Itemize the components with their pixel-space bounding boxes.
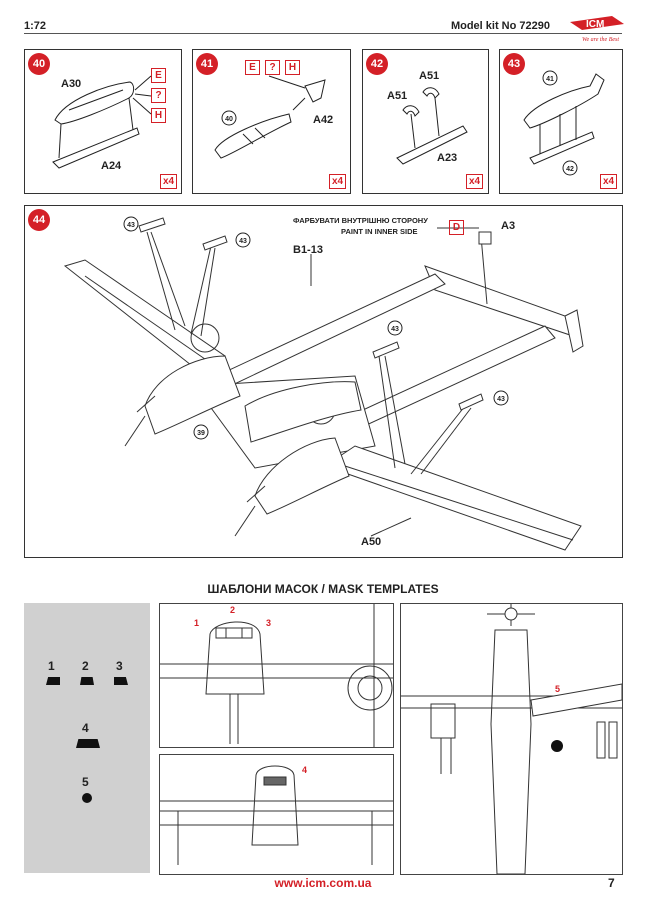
mask-shape-1 xyxy=(46,677,60,685)
step-number: 44 xyxy=(28,209,50,231)
scale-label: 1:72 xyxy=(24,20,47,32)
mask-templates-title: ШАБЛОНИ МАСОК / MASK TEMPLATES xyxy=(207,582,439,596)
ref-callout: 42 xyxy=(566,166,574,173)
step-43: 43 41 42 x4 xyxy=(499,49,623,194)
header-rule xyxy=(24,33,622,34)
mask-callout: 2 xyxy=(230,605,236,615)
paint-note-en: PAINT IN INNER SIDE xyxy=(341,227,418,236)
ref-callout: 41 xyxy=(546,76,554,83)
front-view-drawing xyxy=(160,604,393,747)
color-code: D xyxy=(449,220,464,235)
mask-number: 4 xyxy=(82,721,89,735)
ref-callout: 43 xyxy=(239,238,247,245)
step-number: 43 xyxy=(503,53,525,75)
quantity: x4 xyxy=(329,174,347,189)
step-40: 40 A30 A24 E ? H x4 xyxy=(24,49,182,194)
quantity: x4 xyxy=(466,174,484,189)
step-number: 40 xyxy=(28,53,50,75)
color-code: H xyxy=(151,108,166,123)
mask-number: 1 xyxy=(48,659,55,673)
mask-shape-2 xyxy=(80,677,94,685)
paint-note-ua: ФАРБУВАТИ ВНУТРІШНЮ СТОРОНУ xyxy=(293,216,428,225)
quantity: x4 xyxy=(160,174,178,189)
ref-callout: 39 xyxy=(197,430,205,437)
mask-view-front: 1 2 3 xyxy=(159,603,394,748)
mask-callout: 4 xyxy=(302,765,308,775)
color-code: E xyxy=(245,60,260,75)
step-42-drawing xyxy=(396,87,468,165)
mask-callout: 1 xyxy=(194,618,200,628)
mask-view-top: 5 xyxy=(400,603,623,875)
part-label: A30 xyxy=(61,78,82,90)
part-label: A3 xyxy=(501,220,516,232)
step-41: 41 E ? H A42 40 x4 xyxy=(192,49,351,194)
step-40-drawing xyxy=(52,75,152,169)
mask-shape-4 xyxy=(76,739,100,748)
kit-number: Model kit No 72290 xyxy=(450,20,550,32)
page-number: 7 xyxy=(608,876,615,890)
aircraft-assembly-drawing: 43 43 43 43 39 xyxy=(63,216,584,551)
part-label: A24 xyxy=(101,160,122,172)
mask-number: 3 xyxy=(116,659,123,673)
part-label: A50 xyxy=(361,536,382,548)
step-44: 43 43 43 43 39 44 ФАРБУВАТИ ВНУТРІШНЮ СТ… xyxy=(24,205,623,558)
step-number: 42 xyxy=(366,53,388,75)
logo-tagline: We are the Best xyxy=(582,37,619,43)
part-label: B1-13 xyxy=(293,244,323,256)
quantity: x4 xyxy=(600,174,618,189)
mask-template-panel: 1 2 3 4 5 xyxy=(24,603,150,873)
color-code: E xyxy=(151,68,166,83)
part-label: A42 xyxy=(313,114,334,126)
part-label: A51 xyxy=(387,90,408,102)
color-code: ? xyxy=(265,60,280,75)
icm-logo: ICM We are the Best xyxy=(568,14,626,46)
rear-view-drawing xyxy=(160,765,393,865)
mask-shape-5 xyxy=(82,793,92,803)
mask-view-rear: 4 xyxy=(159,754,394,875)
ref-callout: 43 xyxy=(497,396,505,403)
color-code: H xyxy=(285,60,300,75)
logo-brand: ICM xyxy=(586,19,604,30)
part-label: A23 xyxy=(437,152,458,164)
mask-callout: 5 xyxy=(555,684,561,694)
ref-callout: 40 xyxy=(225,116,233,123)
ref-callout: 43 xyxy=(391,326,399,333)
ref-callout: 43 xyxy=(127,222,135,229)
mask-number: 5 xyxy=(82,775,89,789)
mask-shape-3 xyxy=(114,677,128,685)
top-view-drawing xyxy=(401,604,622,874)
website-link[interactable]: www.icm.com.ua xyxy=(274,876,372,890)
step-43-drawing: 41 42 xyxy=(523,70,605,176)
step-41-drawing: 40 xyxy=(214,75,326,159)
mask-callout: 3 xyxy=(266,618,272,628)
color-code: ? xyxy=(151,88,166,103)
part-label: A51 xyxy=(419,70,440,82)
mask-number: 2 xyxy=(82,659,89,673)
step-number: 41 xyxy=(196,53,218,75)
step-42: 42 A51 A51 A23 x4 xyxy=(362,49,489,194)
